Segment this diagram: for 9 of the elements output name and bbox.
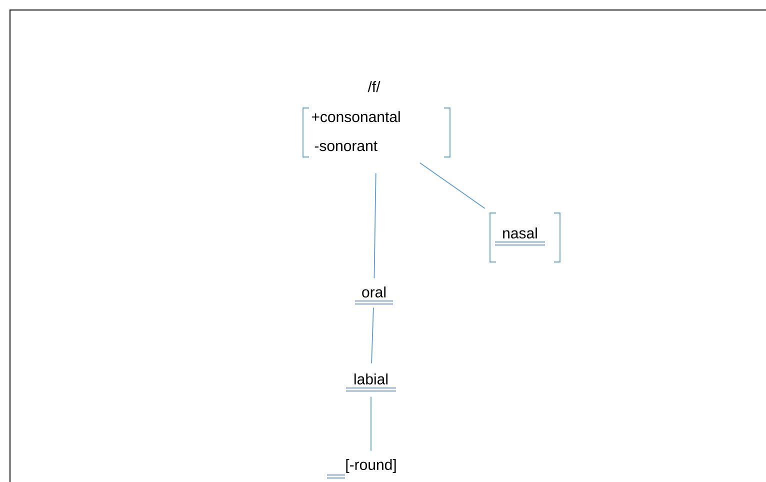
feature-bracket: nasal [490, 212, 560, 262]
feature-bracket: /f/ +consonantal -sonorant [302, 81, 450, 158]
connector-line [374, 172, 376, 279]
connector-line [370, 396, 372, 452]
feature-label: labial [346, 373, 396, 392]
feature-label: oral [354, 286, 394, 304]
feature-label: [-round] [326, 459, 396, 478]
connector-line [419, 162, 486, 209]
connector-line [371, 307, 374, 364]
